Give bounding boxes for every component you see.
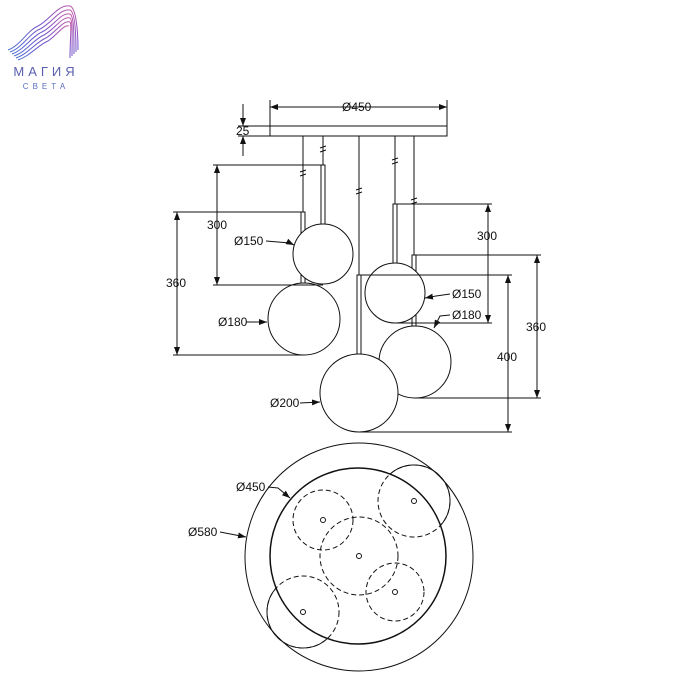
height-right-long-label: 360 (526, 320, 546, 334)
height-left-short-label: 300 (207, 218, 227, 232)
height-left-long-label: 360 (166, 276, 186, 290)
globe-label-150-right: Ø150 (452, 287, 482, 301)
globe-180-left (267, 282, 341, 356)
globe-label-180-left: Ø180 (218, 315, 248, 329)
canopy (269, 125, 448, 137)
height-center-label: 400 (497, 350, 517, 364)
globe-150-right (364, 262, 426, 324)
dimension-lines (173, 100, 541, 433)
logo-wave-icon (7, 5, 79, 61)
brand-logo: МАГИЯ СВЕТА (0, 0, 100, 100)
top-inner-diameter-label: Ø450 (236, 480, 266, 494)
globe-label-180-right: Ø180 (452, 308, 482, 322)
top-view (219, 442, 474, 672)
globe-150-left (292, 223, 354, 285)
top-outer-diameter-label: Ø580 (188, 525, 218, 539)
suspension-wires (299, 136, 418, 275)
globe-200-center (319, 353, 399, 433)
globe-label-150-left: Ø150 (234, 234, 264, 248)
logo-text-sub: СВЕТА (22, 82, 70, 91)
logo-text-main: МАГИЯ (13, 64, 79, 79)
canopy-height-label: 25 (236, 124, 250, 138)
height-right-short-label: 300 (477, 229, 497, 243)
globe-label-200: Ø200 (270, 396, 300, 410)
canopy-diameter-label: Ø450 (342, 100, 372, 114)
